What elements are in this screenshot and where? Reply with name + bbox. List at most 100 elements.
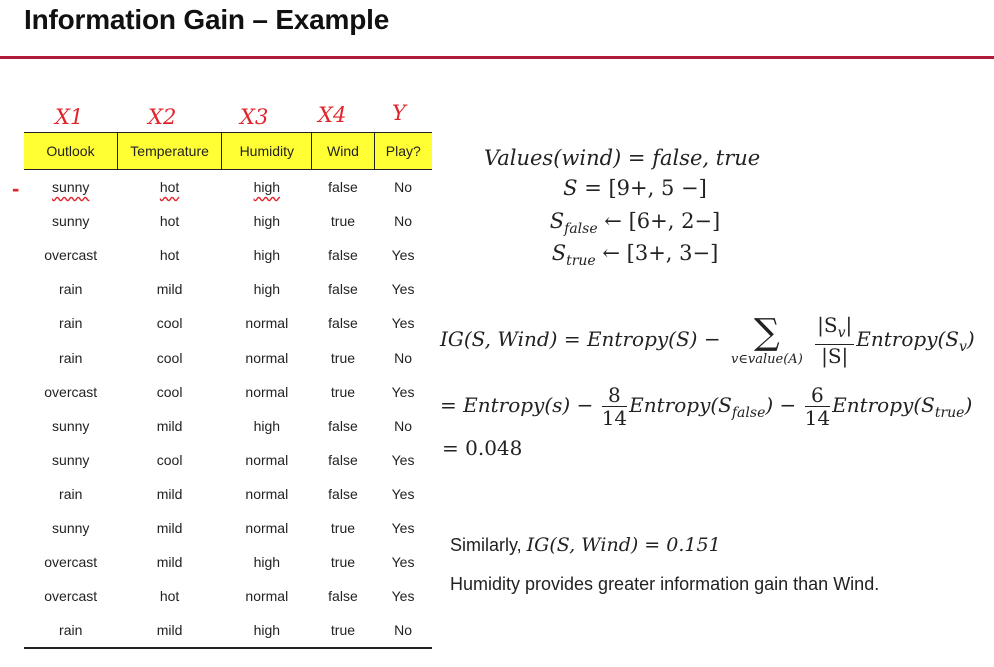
annotation-x2: X2 xyxy=(148,105,177,129)
cell-wind: false xyxy=(328,315,358,332)
similarly-prefix: Similarly, xyxy=(450,535,527,555)
annotation-x4: X4 xyxy=(318,103,347,127)
cell-humidity: high xyxy=(253,179,281,196)
cell-humidity: normal xyxy=(245,315,289,332)
table-header-row: Outlook Temperature Humidity Wind Play? xyxy=(24,132,432,170)
cell-temperature: cool xyxy=(156,451,183,468)
ig-expansion: = Entropy(s) − 8 14 Entropy(Sfalse) − 6 … xyxy=(440,384,972,429)
cell-play: No xyxy=(394,179,412,196)
cell-play: No xyxy=(394,213,412,230)
cell-outlook: sunny xyxy=(52,519,90,536)
cell-humidity: high xyxy=(253,417,281,434)
fraction-sv-denominator: |S| xyxy=(821,344,849,368)
sum-subscript: v∈value(A) xyxy=(730,351,803,367)
cell-temperature: cool xyxy=(156,349,183,366)
ig-lhs: IG(S, Wind) = Entropy(S) − xyxy=(440,327,721,351)
cell-temperature: cool xyxy=(156,315,183,332)
entropy-s-false: Entropy(Sfalse) − xyxy=(629,393,797,421)
cell-humidity: normal xyxy=(245,451,289,468)
cell-wind: true xyxy=(330,349,356,366)
s-false-value: ← [6+, 2−] xyxy=(597,209,721,233)
cell-play: Yes xyxy=(391,247,415,264)
fraction-8-14: 8 14 xyxy=(601,383,628,430)
fraction-sv-numerator: |Sv| xyxy=(815,314,855,345)
header-play: Play? xyxy=(373,132,432,170)
conclusion-text: Humidity provides greater information ga… xyxy=(450,574,880,594)
cell-play: No xyxy=(394,349,412,366)
cell-play: Yes xyxy=(391,451,415,468)
sum-symbol: ∑ xyxy=(754,311,780,353)
cell-humidity: normal xyxy=(245,519,289,536)
cell-outlook: sunny xyxy=(52,179,90,196)
cell-humidity: high xyxy=(253,247,281,264)
cell-outlook: sunny xyxy=(52,213,90,230)
cell-play: Yes xyxy=(391,315,415,332)
cell-humidity: high xyxy=(221,613,312,650)
cell-humidity: normal xyxy=(245,383,289,400)
cell-outlook: overcast xyxy=(44,588,98,605)
cell-wind: false xyxy=(328,247,358,264)
cell-wind: true xyxy=(330,519,356,536)
cell-temperature: hot xyxy=(159,179,180,196)
cell-outlook: overcast xyxy=(44,247,98,264)
cell-wind: true xyxy=(311,613,375,650)
slide-title: Information Gain – Example xyxy=(24,4,390,35)
cell-play: Yes xyxy=(391,281,415,298)
cell-wind: false xyxy=(328,588,358,605)
s-true-sub: true xyxy=(566,253,596,270)
entropy-s-true: Entropy(Strue) xyxy=(832,393,973,421)
cell-temperature: mild xyxy=(156,554,183,571)
annotation-y: Y xyxy=(392,101,406,125)
s-false-base: S xyxy=(549,209,565,233)
header-outlook: Outlook xyxy=(24,132,118,170)
similarly-expression: IG(S, Wind) = 0.151 xyxy=(526,534,721,556)
table-row: rain cool normal true No xyxy=(24,340,432,374)
line2-lhs: = Entropy(s) − xyxy=(440,393,594,417)
cell-temperature: mild xyxy=(156,281,183,298)
s-true-formula: Strue ← [3+, 3−] xyxy=(470,241,800,269)
cell-humidity: normal xyxy=(245,588,289,605)
header-humidity: Humidity xyxy=(221,132,312,170)
cell-outlook: rain xyxy=(24,613,118,650)
cell-humidity: high xyxy=(253,281,281,298)
annotation-x3: X3 xyxy=(240,105,269,129)
cell-wind: false xyxy=(328,451,358,468)
cell-play: No xyxy=(374,613,432,650)
s-false-sub: false xyxy=(564,221,598,238)
weather-table: Outlook Temperature Humidity Wind Play? … xyxy=(24,132,432,650)
cell-outlook: sunny xyxy=(52,417,90,434)
cell-play: Yes xyxy=(391,554,415,571)
cell-wind: true xyxy=(330,383,356,400)
cell-outlook: rain xyxy=(59,281,83,298)
cell-humidity: high xyxy=(253,213,281,230)
cell-outlook: rain xyxy=(59,349,83,366)
cell-outlook: sunny xyxy=(52,451,90,468)
s-false-formula: Sfalse ← [6+, 2−] xyxy=(470,209,800,237)
cell-temperature: mild xyxy=(156,417,183,434)
cell-temperature: hot xyxy=(159,213,180,230)
cell-wind: false xyxy=(328,417,358,434)
header-temperature: Temperature xyxy=(116,132,222,170)
cell-humidity: normal xyxy=(245,349,289,366)
table-row: sunny mild high false No xyxy=(24,409,432,443)
cell-play: Yes xyxy=(391,485,415,502)
cell-outlook: rain xyxy=(59,485,83,502)
table-row: sunny cool normal false Yes xyxy=(24,443,432,477)
ig-definition: IG(S, Wind) = Entropy(S) − ∑ v∈value(A) … xyxy=(440,314,975,367)
cell-play: No xyxy=(394,417,412,434)
cell-temperature: mild xyxy=(156,485,183,502)
cell-play: Yes xyxy=(391,519,415,536)
cell-play: Yes xyxy=(391,383,415,400)
cell-humidity: high xyxy=(253,554,281,571)
fraction-6-14: 6 14 xyxy=(804,383,831,430)
summation: ∑ v∈value(A) xyxy=(730,311,803,367)
annotation-dash: - xyxy=(12,176,20,201)
